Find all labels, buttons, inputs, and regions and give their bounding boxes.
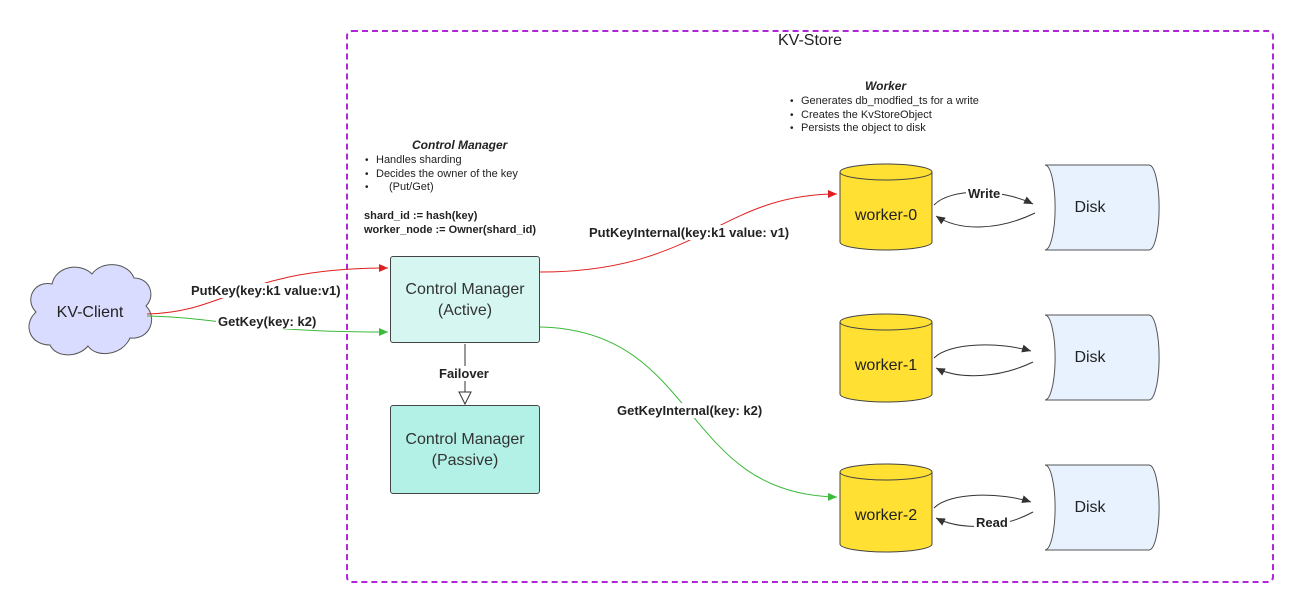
worker-1-label: worker-1 bbox=[854, 357, 918, 374]
disk-1-label: Disk bbox=[1074, 349, 1106, 366]
cm-passive-line1: Control Manager bbox=[405, 430, 525, 448]
worker-1-cylinder bbox=[839, 313, 933, 403]
disk-0-label: Disk bbox=[1074, 199, 1106, 216]
worker-0-label: worker-0 bbox=[854, 207, 918, 224]
read-edge-label: Read bbox=[974, 515, 1010, 530]
control-manager-active[interactable]: Control Manager (Active) bbox=[390, 256, 540, 343]
failover-arrowhead bbox=[458, 391, 472, 406]
note-item: Generates db_modfied_ts for a write bbox=[790, 95, 1020, 109]
note-item: (Put/Get) bbox=[365, 181, 555, 195]
worker-1-to-disk-edge bbox=[933, 344, 1032, 359]
worker-note-list: Generates db_modfied_ts for a write Crea… bbox=[790, 95, 1020, 136]
getkey-edge-label: GetKey(key: k2) bbox=[216, 314, 319, 329]
write-edge-label: Write bbox=[966, 186, 1003, 201]
putkey-internal-edge-label: PutKeyInternal(key:k1 value: v1) bbox=[587, 225, 792, 240]
kv-store-container bbox=[346, 30, 1274, 583]
getkey-internal-edge-label: GetKeyInternal(key: k2) bbox=[615, 403, 765, 418]
cm-passive-line2: (Passive) bbox=[431, 451, 499, 469]
disk-0-shape bbox=[1044, 164, 1160, 251]
note-item: Handles sharding bbox=[365, 154, 555, 168]
kv-store-title: KV-Store bbox=[777, 32, 843, 49]
kv-client-label: KV-Client bbox=[56, 304, 124, 321]
worker-0-cylinder bbox=[839, 163, 933, 251]
worker-2-label: worker-2 bbox=[854, 507, 918, 524]
note-item: Creates the KvStoreObject bbox=[790, 109, 1020, 123]
worker-node-formula: worker_node := Owner(shard_id) bbox=[364, 224, 537, 236]
worker-2-to-disk-edge bbox=[933, 494, 1032, 509]
note-item: Decides the owner of the key bbox=[365, 168, 555, 182]
cm-active-line2: (Active) bbox=[437, 301, 493, 319]
kv-client-cloud bbox=[28, 264, 152, 356]
disk-1-shape bbox=[1044, 314, 1160, 401]
disk-2-label: Disk bbox=[1074, 499, 1106, 516]
note-item: Persists the object to disk bbox=[790, 122, 1020, 136]
worker-2-cylinder bbox=[839, 463, 933, 553]
disk-0-to-worker-edge bbox=[935, 212, 1036, 228]
control-manager-note-title: Control Manager bbox=[412, 138, 508, 152]
control-manager-note-list: Handles sharding Decides the owner of th… bbox=[365, 154, 555, 195]
shard-id-formula: shard_id := hash(key) bbox=[364, 210, 478, 222]
worker-note-title: Worker bbox=[865, 79, 907, 93]
disk-2-shape bbox=[1044, 464, 1160, 551]
failover-edge-label: Failover bbox=[437, 366, 491, 381]
disk-1-to-worker-edge bbox=[935, 361, 1034, 377]
cm-active-line1: Control Manager bbox=[405, 280, 525, 298]
control-manager-passive[interactable]: Control Manager (Passive) bbox=[390, 405, 540, 494]
putkey-edge-label: PutKey(key:k1 value:v1) bbox=[189, 283, 343, 298]
